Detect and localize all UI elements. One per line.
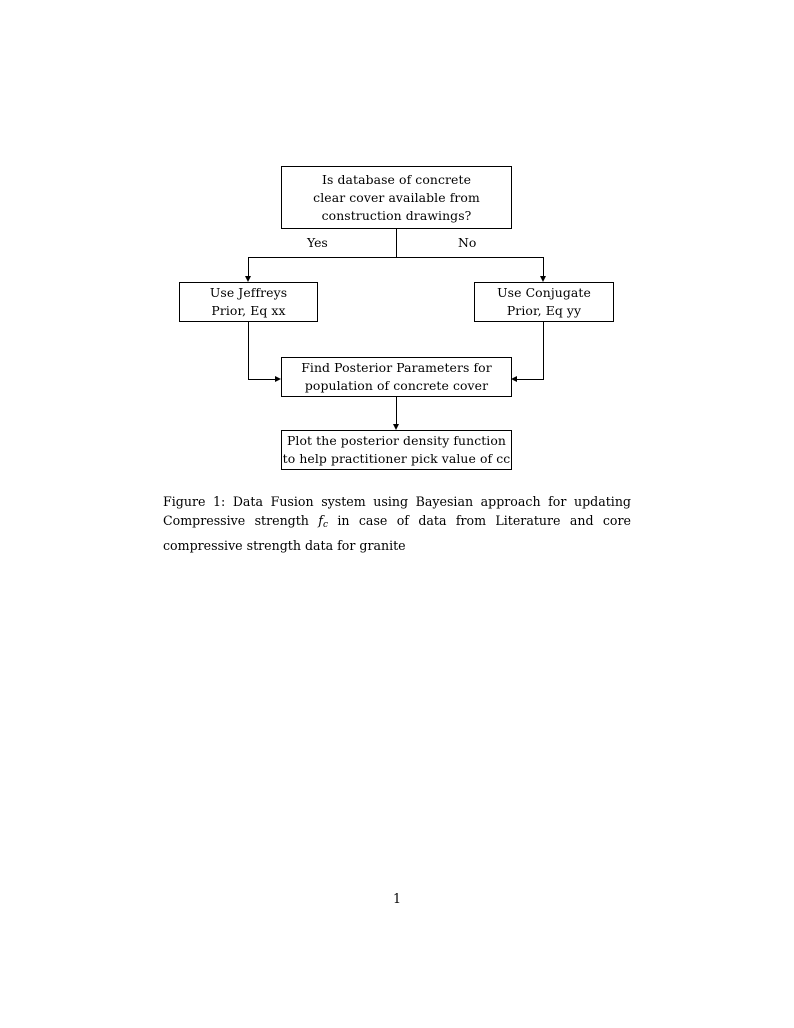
figure-caption-text-before: Data Fusion system using Bayesian approa… xyxy=(163,494,631,529)
decision-box: Is database of concrete clear cover avai… xyxy=(281,166,512,229)
math-symbol-base: f xyxy=(318,513,323,529)
decision-box-line-3: construction drawings? xyxy=(321,207,472,223)
plot-density-box: Plot the posterior density function to h… xyxy=(281,430,512,470)
connector-branch-bar xyxy=(248,257,544,258)
plot-density-line-1: Plot the posterior density function xyxy=(286,433,507,448)
math-symbol-fc: fc xyxy=(318,513,329,531)
arrowhead-down-jeffreys-icon xyxy=(245,276,251,282)
find-posterior-box: Find Posterior Parameters for population… xyxy=(281,357,512,397)
flowchart-figure: Yes No Is database of concrete clear cov… xyxy=(0,0,794,490)
jeffreys-prior-line-2: Prior, Eq xx xyxy=(211,303,286,318)
branch-label-yes: Yes xyxy=(305,235,330,251)
page-number: 1 xyxy=(392,891,401,906)
connector-conjugate-to-posterior xyxy=(517,379,544,380)
figure-caption-text-after: in case of data from Literature and core… xyxy=(163,513,631,553)
arrowhead-left-posterior-icon xyxy=(511,375,517,382)
conjugate-prior-line-1: Use Conjugate xyxy=(497,285,591,300)
conjugate-prior-box: Use Conjugate Prior, Eq yy xyxy=(474,282,614,322)
conjugate-prior-line-2: Prior, Eq yy xyxy=(506,303,582,318)
jeffreys-prior-line-1: Use Jeffreys xyxy=(209,285,288,300)
connector-jeffreys-to-posterior xyxy=(248,379,275,380)
connector-conjugate-down xyxy=(543,322,544,379)
connector-jeffreys-down xyxy=(248,322,249,379)
plot-density-line-2: to help practitioner pick value of cc xyxy=(282,451,511,466)
arrowhead-down-conjugate-icon xyxy=(540,276,546,282)
decision-box-line-1: Is database of concrete xyxy=(322,171,471,187)
math-symbol-subscript: c xyxy=(322,520,329,531)
jeffreys-prior-box: Use Jeffreys Prior, Eq xx xyxy=(179,282,318,322)
connector-to-jeffreys xyxy=(248,257,249,276)
figure-caption-label: Figure 1: xyxy=(163,494,226,509)
connector-decision-stem xyxy=(396,229,397,258)
arrowhead-down-plot-icon xyxy=(393,424,399,430)
figure-caption: Figure 1: Data Fusion system using Bayes… xyxy=(163,492,631,555)
decision-box-line-2: clear cover available from xyxy=(313,189,480,205)
arrowhead-right-posterior-icon xyxy=(275,375,281,382)
connector-to-conjugate xyxy=(543,257,544,276)
find-posterior-line-1: Find Posterior Parameters for xyxy=(301,360,492,375)
branch-label-no: No xyxy=(456,235,479,251)
connector-posterior-to-plot xyxy=(396,397,397,424)
find-posterior-line-2: population of concrete cover xyxy=(304,378,489,393)
